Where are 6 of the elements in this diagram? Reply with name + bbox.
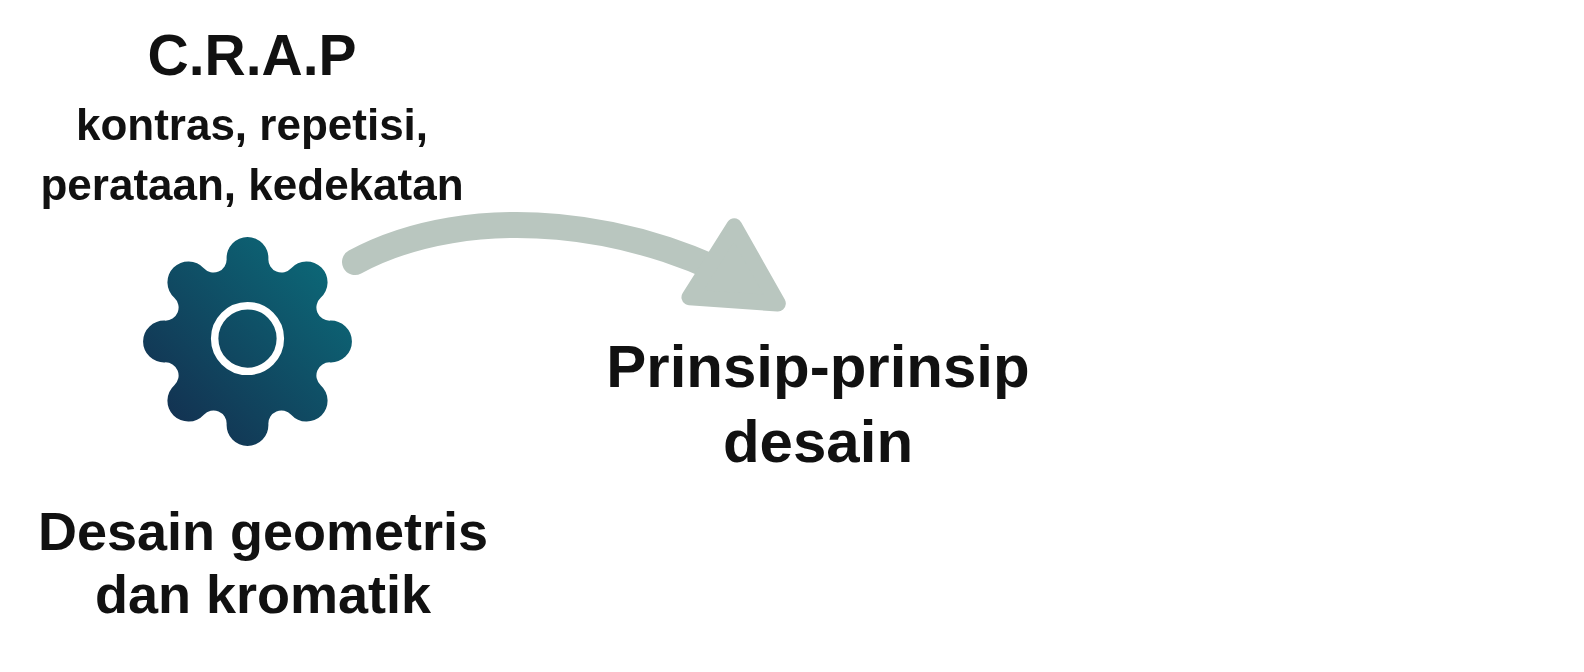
caption-text: Desain geometris dan kromatik bbox=[36, 500, 490, 626]
curved-arrow bbox=[342, 212, 787, 311]
gear-icon bbox=[140, 234, 355, 449]
description-text: kontras, repetisi, perataan, kedekatan bbox=[39, 99, 465, 211]
heading-text: C.R.A.P bbox=[146, 22, 358, 89]
concept-label: Prinsip-prinsip desain bbox=[605, 332, 1031, 477]
